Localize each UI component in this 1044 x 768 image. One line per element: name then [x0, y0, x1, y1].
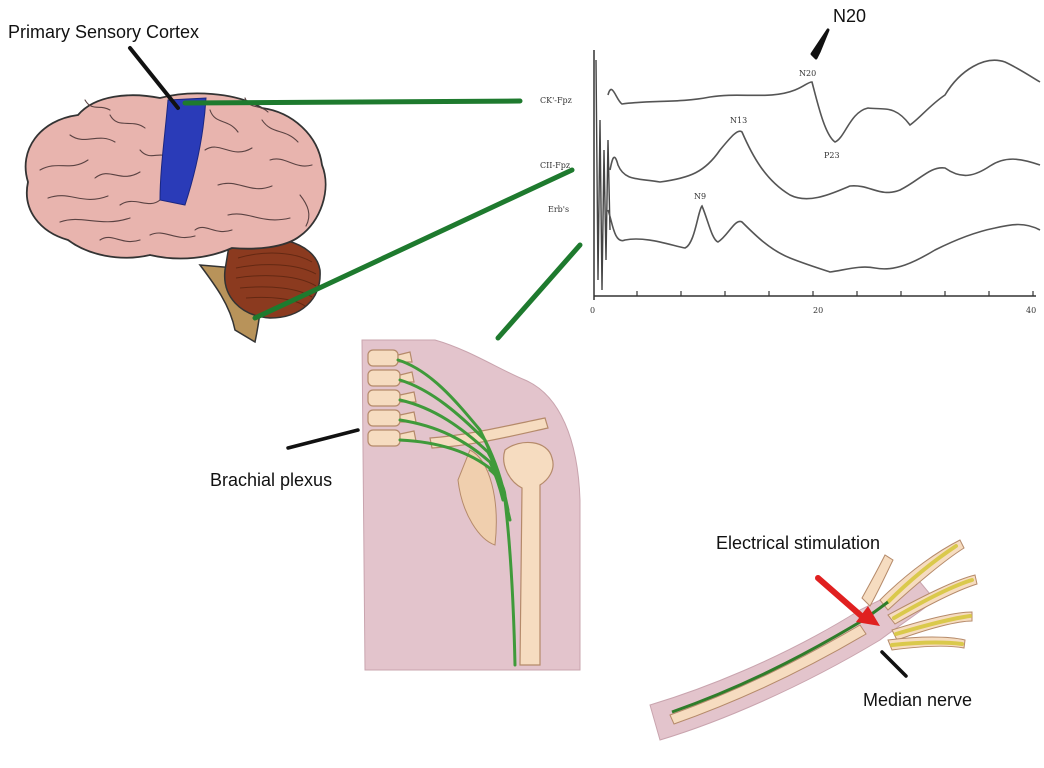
peak-label-p23: P23	[824, 151, 840, 160]
x-tick-20: 20	[813, 306, 823, 315]
trace-cervical	[610, 131, 1040, 199]
peak-label-n20: N20	[799, 69, 816, 78]
electrical-stimulation-label: Electrical stimulation	[716, 533, 880, 554]
forearm-bone	[670, 625, 866, 724]
peak-label-n13: N13	[730, 116, 747, 125]
sep-waveform-panel: 0 20 40 CK'-Fpz CII-Fpz Erb's N20 P23 N1…	[540, 50, 1040, 315]
brachial-plexus-pointer	[288, 430, 358, 448]
trace-cortical	[608, 60, 1040, 142]
n20-label: N20	[833, 6, 866, 27]
connector-cortex-to-trace	[185, 101, 520, 103]
brachial-plexus-label: Brachial plexus	[210, 470, 332, 491]
n20-pointer-arrow	[812, 30, 828, 58]
x-tick-40: 40	[1026, 306, 1036, 315]
trace-label-cortical: CK'-Fpz	[540, 96, 572, 105]
x-tick-0: 0	[590, 306, 595, 315]
trace-label-erb: Erb's	[548, 205, 569, 214]
peak-label-n9: N9	[694, 192, 706, 201]
shoulder-illustration	[362, 340, 580, 670]
median-nerve-label: Median nerve	[863, 690, 972, 711]
trace-label-cervical: CII-Fpz	[540, 161, 570, 170]
connector-plexus-to-trace	[498, 245, 580, 338]
trace-erbs-point	[608, 206, 1040, 272]
primary-sensory-cortex-label: Primary Sensory Cortex	[8, 22, 199, 43]
median-nerve-pointer	[882, 652, 906, 676]
